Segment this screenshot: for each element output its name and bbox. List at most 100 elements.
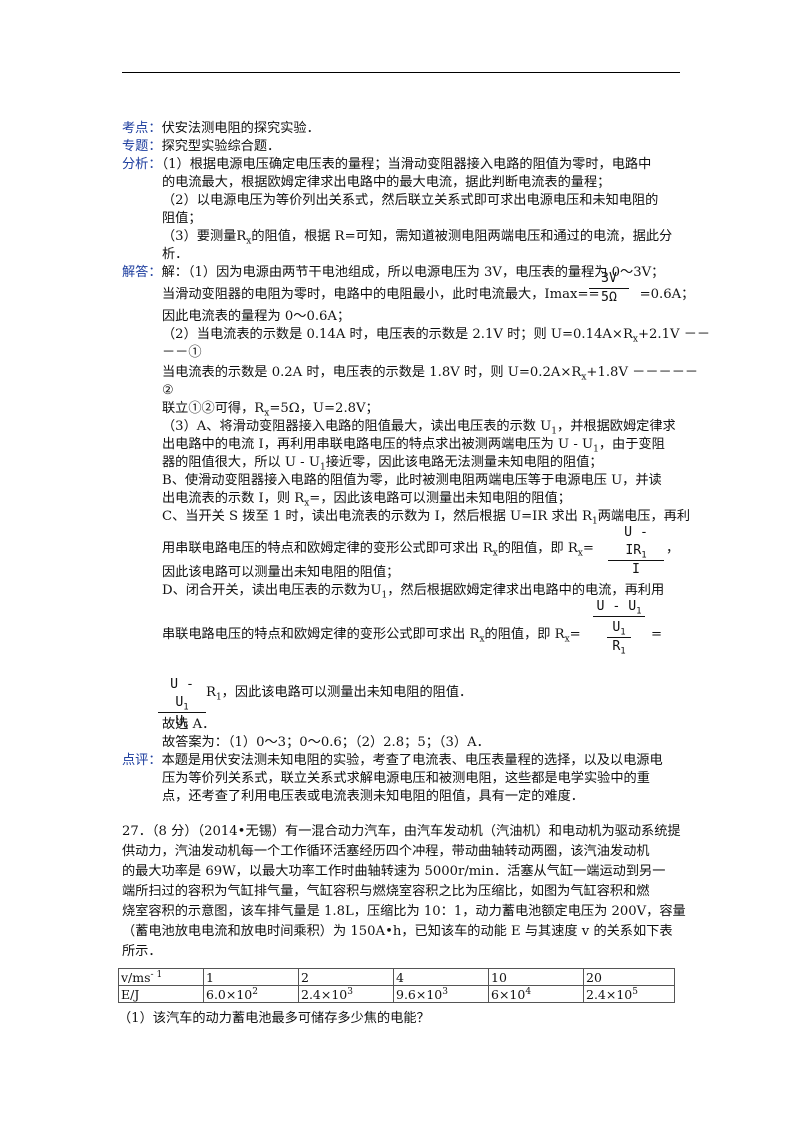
q27-line-3: 的最大功率是 69W，以最大功率工作时曲轴转速为 5000r/min．活塞从气缸… [122, 864, 666, 879]
j10-text: 出电路中的电流 I，再利用串联电路电压的特点求出被测两端电压为 U - U [162, 437, 594, 452]
j13-sub: x [304, 498, 310, 509]
j10-rest: ，由于变阻 [598, 437, 665, 452]
jieda-line-14: C、当开关 S 拨至 1 时，读出电流表的示数为 I，然后根据 U=IR 求出 … [162, 508, 690, 526]
j18-sub2: x [564, 634, 570, 645]
header-rule [122, 72, 680, 73]
fenxi-tag: 分析： [122, 157, 162, 172]
jieda-line-2: 当滑动变阻器的电阻为零时，电路中的电阻最小，此时电流最大，Imax===0.6A… [162, 286, 694, 304]
fraction-d-num-sub: 1 [636, 606, 642, 617]
jieda-line-3: 因此电流表的量程为 0～0.6A； [162, 309, 351, 324]
fenxi-line-5: （3）要测量Rx的阻值，根据 R=可知，需知道被测电阻两端电压和通过的电流，据此… [162, 228, 672, 246]
table-cell: 1 [203, 968, 299, 986]
zhuanti-tag: 专题： [122, 139, 162, 154]
j11-sub: 1 [319, 462, 326, 473]
fenxi-3a: （3）要测量R [162, 229, 247, 244]
dianping-line-1: 点评：本题是用伏安法测未知电阻的实验，考查了电流表、电压表量程的选择，以及以电源… [122, 752, 663, 770]
j17-rest: ，然后根据欧姆定律求出电路中的电流，再利用 [387, 583, 665, 598]
j8-sub: x [264, 408, 270, 419]
table-cell: 10 [488, 968, 584, 986]
table-cell-mantissa: 9.6×10 [396, 986, 443, 1002]
fraction-c-num-text: U - IR [624, 525, 648, 558]
dianping-tag: 点评： [122, 753, 162, 768]
j4-rest: +2.1V －－ [637, 327, 711, 342]
j6-rest: +1.8V －－－－－ [586, 365, 699, 380]
jieda-line-12: B、使滑动变阻器接入电路的阻值为零，此时被测电阻两端电压等于电源电压 U，并读 [162, 473, 662, 488]
table-head-v-sup: - 1 [150, 969, 163, 980]
j14-sub: 1 [592, 516, 598, 527]
j6-sub: x [581, 372, 587, 383]
jieda-line-18: 串联电路电压的特点和欧姆定律的变形公式即可求出 Rx的阻值，即 Rx= [162, 626, 581, 644]
zhuanti-line: 专题：探究型实验综合题． [122, 138, 280, 156]
fraction-e-num-text: U - U [170, 677, 194, 710]
jieda-line-1: 解答：解：（1）因为电源由两节干电池组成，所以电源电压为 3V，电压表的量程为 … [122, 264, 664, 282]
table-row: v/ms- 1 1 2 4 10 20 [118, 968, 675, 986]
dianping-text-1: 本题是用伏安法测未知电阻的实验，考查了电流表、电压表量程的选择，以及以电源电 [161, 753, 663, 768]
jieda-line-7: ② [162, 383, 174, 398]
jieda-line-10: 出电路中的电流 I，再利用串联电路电压的特点求出被测两端电压为 U - U1，由… [162, 436, 665, 454]
j19-sub: 1 [215, 692, 222, 703]
fraction-d-num: U - U1 [593, 598, 645, 617]
j14-text-b: 两端电压，再利 [597, 509, 691, 524]
jieda-line-4: （2）当电流表的示数是 0.14A 时，电压表的示数是 2.1V 时；则 U=0… [162, 326, 710, 344]
q27-line-2: 供动力，汽油发动机每一个工作循环活塞经历四个冲程，带动曲轴转动两圈，该汽油发动机 [122, 844, 650, 859]
j15-text-c: = [582, 541, 594, 556]
table-cell-mantissa: 2.4×10 [586, 986, 633, 1002]
kaodian-line: 考点：伏安法测电阻的探究实验． [122, 120, 320, 138]
q27-line-5: 烧室容积的示意图，该车排气量是 1.8L，压缩比为 10：1，动力蓄电池额定电压… [122, 904, 686, 919]
j17-text: D、闭合开关，读出电压表的示数为U [162, 583, 382, 598]
fraction-c-num-sub: 1 [641, 550, 647, 561]
fraction-d-inner-num-sub: 1 [620, 627, 626, 638]
table-cell: 6.0×102 [203, 985, 299, 1003]
table-head-e: E/J [118, 985, 204, 1003]
j15-comma: ， [666, 541, 680, 556]
fenxi-3a-rest: 的阻值，根据 R=可知，需知道被测电阻两端电压和通过的电流，据此分 [251, 229, 673, 244]
fraction-c-num: U - IR1 [608, 524, 664, 561]
j2-text-b: =0.6A； [639, 287, 695, 302]
j15-sub: x [492, 548, 498, 559]
fraction-d-num-text: U - U [596, 599, 637, 614]
table-cell: 4 [393, 968, 489, 986]
j18-text-c: = [569, 627, 581, 642]
fenxi-line-6: 析． [162, 247, 189, 262]
j8-text-a: 联立①②可得，R [162, 401, 265, 416]
jieda-line-8: 联立①②可得，Rx=5Ω，U=2.8V； [162, 400, 379, 418]
j9-rest: ，并根据欧姆定律求 [557, 419, 676, 434]
jieda-line-16: 因此该电路可以测量出未知电阻的阻值； [162, 565, 400, 580]
j18-text-a: 串联电路电压的特点和欧姆定律的变形公式即可求出 R [162, 627, 480, 642]
dianping-line-2: 压为等价列关系式，联立关系式求解电源电压和被测电阻，这些都是电学实验中的重 [162, 771, 650, 786]
j14-text-a: C、当开关 S 拨至 1 时，读出电流表的示数为 I，然后根据 U=IR 求出 … [162, 509, 592, 524]
fraction-e: U - U1 U1 [158, 676, 206, 731]
table-cell-mantissa: 6.0×10 [206, 986, 253, 1002]
j19-text-b: ，因此该电路可以测量出未知电阻的阻值． [221, 685, 473, 700]
table-cell: 2 [298, 968, 394, 986]
j4-text: （2）当电流表的示数是 0.14A 时，电压表的示数是 2.1V 时；则 U=0… [162, 327, 633, 342]
speed-energy-table: v/ms- 1 1 2 4 10 20 E/J 6.0×102 2.4×103 … [118, 968, 675, 1003]
fraction-e-num-sub: 1 [183, 702, 189, 713]
fraction-d-inner-num-text: U [612, 620, 621, 635]
q27-line-1: 27．（8 分）（2014•无锡）有一混合动力汽车，由汽车发动机（汽油机）和电动… [122, 824, 681, 839]
jieda-tag: 解答： [122, 265, 162, 280]
jieda-line-6: 当电流表的示数是 0.2A 时，电压表的示数是 1.8V 时，则 U=0.2A×… [162, 364, 698, 382]
jieda-line-15: 用串联电路电压的特点和欧姆定律的变形公式即可求出 Rx的阻值，即 Rx= [162, 540, 594, 558]
j18-text-b: 的阻值，即 R [484, 627, 565, 642]
fraction-e-den-sub: 1 [183, 721, 189, 732]
fraction-c-den: I [632, 562, 640, 577]
j18-equals: = [651, 627, 663, 642]
j9-text: （3）A、将滑动变阻器接入电路的阻值最大，读出电压表的示数 U [162, 419, 552, 434]
fraction-imax: 3V 5Ω [589, 270, 629, 307]
table-head-v-text: v/ms [121, 969, 151, 985]
fraction-d-inner-den-text: R [612, 639, 621, 654]
fenxi-line-2: 的电流最大，根据欧姆定律求出电路中的最大电流，据此判断电流表的量程； [162, 175, 611, 190]
j4-sub: x [632, 334, 638, 345]
fraction-e-den-text: U [175, 714, 184, 729]
j10-sub: 1 [593, 444, 599, 455]
table-cell-exponent: 5 [632, 986, 638, 997]
j15-text-a: 用串联电路电压的特点和欧姆定律的变形公式即可求出 R [162, 541, 493, 556]
fraction-imax-den: 5Ω [601, 290, 617, 305]
jieda-line-13: 出电流表的示数 I，则 Rx=，因此该电路可以测量出未知电阻的阻值； [162, 490, 571, 508]
fenxi-text-1a: （1）根据电源电压确定电压表的量程；当滑动变阻器接入电路的阻值为零时，电路中 [161, 157, 652, 172]
j11-text: 器的阻值很大，所以 U - U [162, 455, 320, 470]
j13-text-a: 出电流表的示数 I，则 R [162, 491, 305, 506]
table-cell-exponent: 3 [442, 986, 448, 997]
table-cell: 20 [583, 968, 675, 986]
